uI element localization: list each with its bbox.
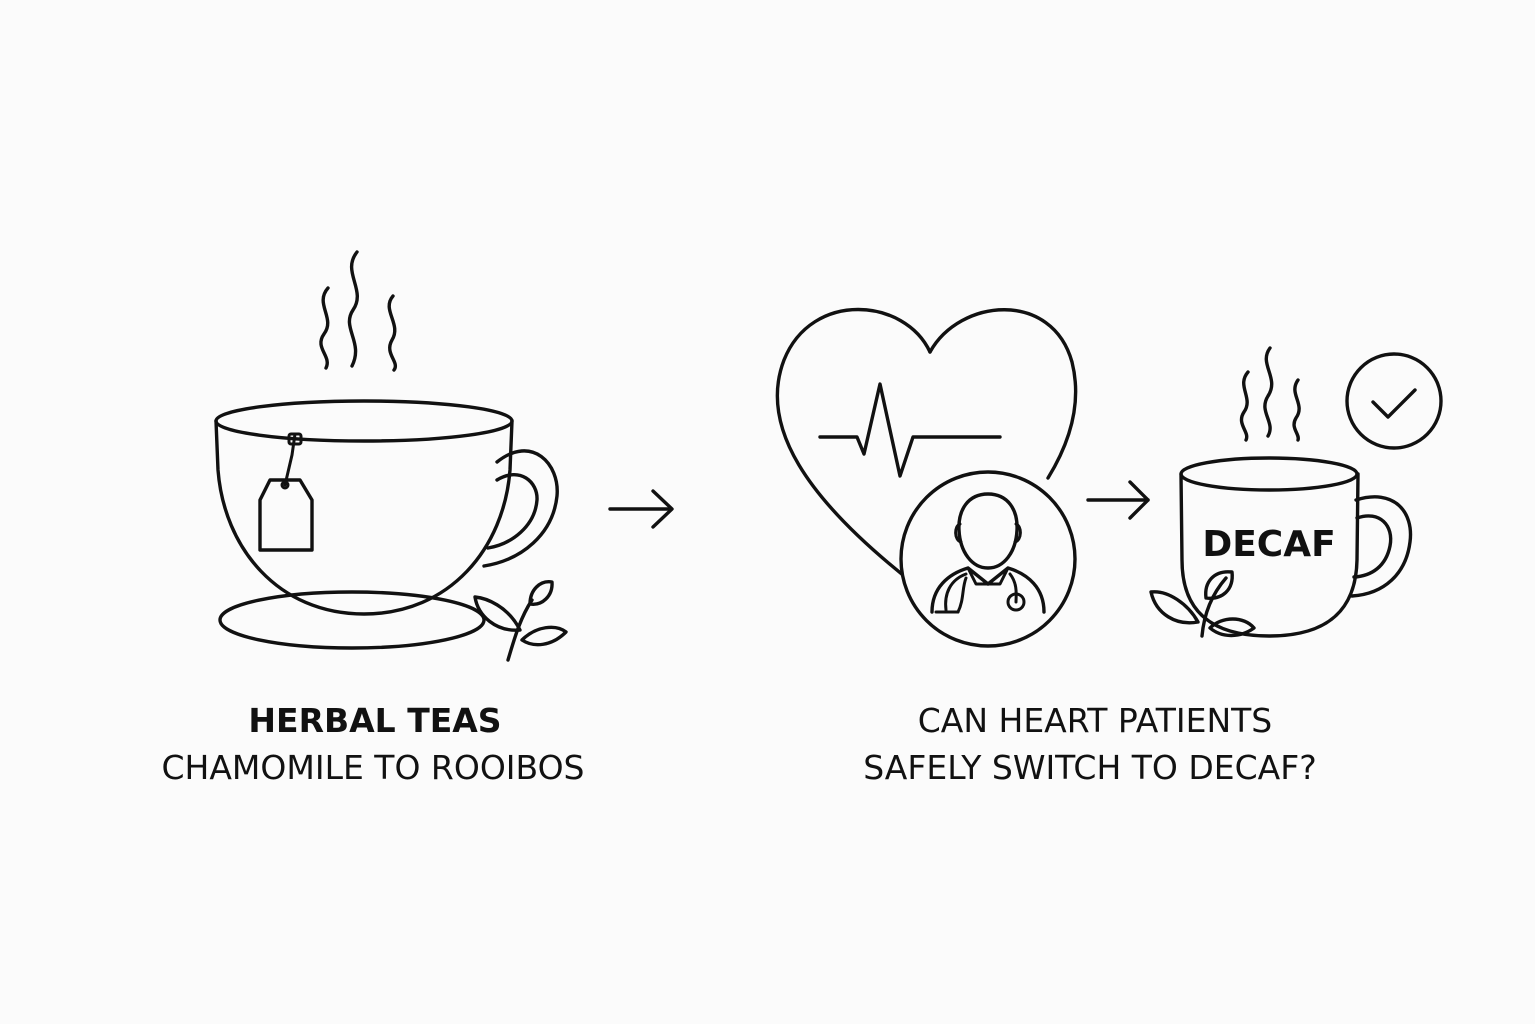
arrow-right-icon bbox=[608, 489, 674, 529]
steam-icon bbox=[319, 250, 398, 372]
leaf-sprig-icon bbox=[473, 580, 568, 662]
arrow-right-icon bbox=[1086, 480, 1150, 520]
right-panel: DECAF CAN HEART PATIENTS SAFELY SWITCH T… bbox=[775, 307, 1443, 787]
left-subtitle: CHAMOMILE TO ROOIBOS bbox=[161, 748, 584, 787]
doctor-icon bbox=[899, 470, 1077, 648]
mug-label: DECAF bbox=[1202, 524, 1335, 565]
decaf-mug-icon: DECAF bbox=[1179, 456, 1413, 638]
heart-icon bbox=[775, 307, 1078, 577]
saucer-icon bbox=[218, 590, 486, 650]
heartbeat-line-icon bbox=[818, 382, 1002, 478]
tea-bag-icon bbox=[258, 432, 314, 552]
right-title-line2: SAFELY SWITCH TO DECAF? bbox=[863, 748, 1317, 787]
leaf-sprig-icon bbox=[1149, 570, 1256, 638]
left-title: HERBAL TEAS bbox=[248, 701, 501, 740]
checkmark-icon bbox=[1345, 352, 1443, 450]
teacup-icon bbox=[214, 399, 559, 616]
stethoscope-icon bbox=[934, 572, 1026, 614]
decaf-steam-icon bbox=[1239, 346, 1301, 442]
left-panel: HERBAL TEAS CHAMOMILE TO ROOIBOS bbox=[161, 250, 585, 787]
right-title-line1: CAN HEART PATIENTS bbox=[918, 701, 1273, 740]
